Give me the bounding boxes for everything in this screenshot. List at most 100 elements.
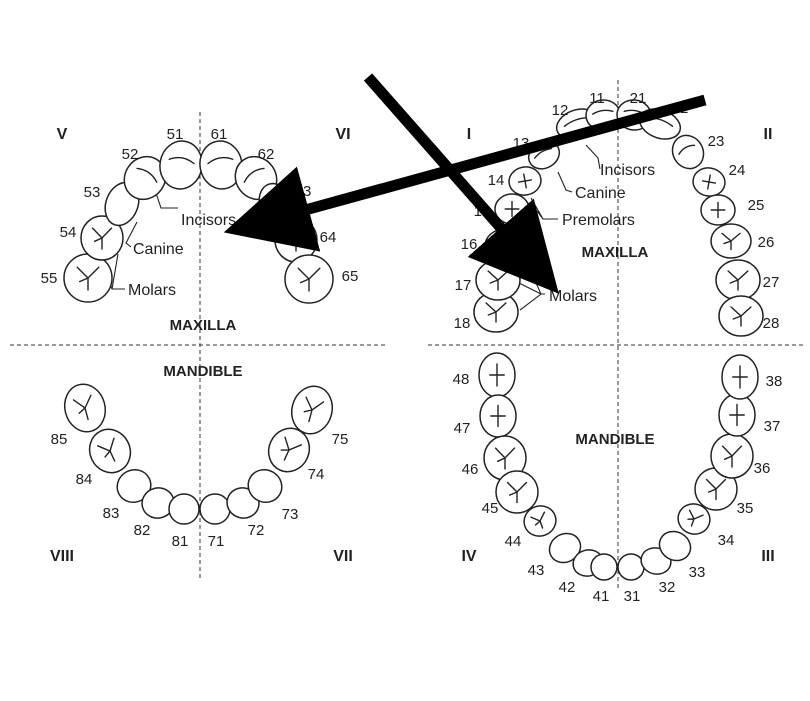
tooth-groove bbox=[303, 396, 325, 423]
tooth-groove bbox=[710, 201, 726, 219]
quadrant-label: VIII bbox=[50, 548, 74, 565]
tooth-groove bbox=[489, 363, 505, 387]
tooth-groove bbox=[730, 306, 752, 327]
tooth-25 bbox=[700, 194, 736, 226]
tooth-number: 52 bbox=[122, 146, 139, 163]
tooth-number: 48 bbox=[453, 371, 470, 388]
tooth-groove bbox=[517, 173, 533, 189]
tooth-38 bbox=[721, 354, 759, 400]
tooth-33 bbox=[658, 530, 692, 562]
leader-line bbox=[518, 249, 545, 311]
right-chart-dividers bbox=[428, 80, 805, 590]
tooth-groove bbox=[732, 365, 748, 389]
quadrant-label: V bbox=[57, 126, 68, 143]
tooth-44 bbox=[523, 505, 557, 537]
tooth-groove bbox=[729, 403, 745, 427]
tooth-groove bbox=[534, 147, 553, 159]
tooth-number: 28 bbox=[763, 315, 780, 332]
tooth-number: 41 bbox=[593, 588, 610, 605]
tooth-81 bbox=[168, 493, 200, 525]
tooth-groove bbox=[687, 509, 704, 527]
tooth-number: 43 bbox=[528, 562, 545, 579]
tooth-46 bbox=[483, 435, 527, 481]
teeth-layer bbox=[63, 99, 764, 581]
tooth-groove bbox=[76, 266, 100, 291]
tooth-number: 64 bbox=[320, 229, 337, 246]
tooth-number: 83 bbox=[103, 505, 120, 522]
tooth-groove bbox=[494, 447, 516, 470]
tooth-54 bbox=[80, 215, 124, 261]
incisors-label: Incisors bbox=[600, 162, 655, 179]
tooth-number: 32 bbox=[659, 579, 676, 596]
right-maxilla-title: MAXILLA bbox=[582, 244, 649, 261]
tooth-groove bbox=[96, 437, 116, 462]
tooth-number: 31 bbox=[624, 588, 641, 605]
tooth-number: 55 bbox=[41, 270, 58, 287]
tooth-groove bbox=[490, 404, 506, 428]
quadrant-label: IV bbox=[461, 548, 476, 565]
quadrant-label: III bbox=[761, 548, 774, 565]
tooth-14 bbox=[508, 166, 542, 196]
diagonal-arrow-down bbox=[363, 73, 559, 294]
tooth-groove bbox=[727, 270, 749, 291]
tooth-groove bbox=[280, 436, 303, 461]
tooth-number: 27 bbox=[763, 274, 780, 291]
tooth-number: 61 bbox=[211, 126, 228, 143]
tooth-73 bbox=[247, 468, 283, 504]
tooth-75 bbox=[290, 385, 334, 435]
tooth-number: 25 bbox=[748, 197, 765, 214]
tooth-groove bbox=[506, 481, 528, 504]
tooth-number: 53 bbox=[84, 184, 101, 201]
left-maxilla-title: MAXILLA bbox=[170, 317, 237, 334]
tooth-number: 42 bbox=[559, 579, 576, 596]
tooth-24 bbox=[692, 167, 726, 197]
tooth-crown bbox=[617, 553, 645, 581]
tooth-71 bbox=[199, 493, 231, 525]
tooth-number: 24 bbox=[729, 162, 746, 179]
tooth-number: 44 bbox=[505, 533, 522, 550]
tooth-37 bbox=[718, 393, 756, 437]
tooth-36 bbox=[710, 433, 754, 479]
leader-line bbox=[585, 144, 601, 170]
diagonal-arrow-left bbox=[223, 94, 707, 252]
tooth-crown bbox=[548, 532, 582, 564]
tooth-number: 85 bbox=[51, 431, 68, 448]
tooth-number: 17 bbox=[455, 277, 472, 294]
leader-line bbox=[155, 192, 178, 209]
tooth-groove bbox=[136, 167, 158, 183]
leader-line bbox=[125, 221, 138, 248]
tooth-number: 11 bbox=[589, 90, 605, 107]
left-mandible-title: MANDIBLE bbox=[163, 363, 242, 380]
tooth-number: 75 bbox=[332, 431, 349, 448]
quadrant-label: II bbox=[764, 126, 773, 143]
tooth-number: 45 bbox=[482, 500, 499, 517]
tooth-number: 71 bbox=[208, 533, 225, 550]
tooth-groove bbox=[207, 156, 234, 165]
molars-label: Molars bbox=[549, 288, 597, 305]
canine-label: Canine bbox=[575, 185, 626, 202]
right-mandible-title: MANDIBLE bbox=[575, 431, 654, 448]
tooth-52 bbox=[123, 155, 167, 201]
tooth-groove bbox=[721, 445, 743, 468]
tooth-groove bbox=[705, 478, 727, 501]
tooth-31 bbox=[617, 553, 645, 581]
tooth-number: 72 bbox=[248, 522, 265, 539]
tooth-number: 74 bbox=[308, 466, 325, 483]
tooth-27 bbox=[715, 259, 761, 301]
molars-label: Molars bbox=[128, 282, 176, 299]
tooth-crown bbox=[168, 493, 200, 525]
tooth-crown bbox=[671, 134, 705, 170]
tooth-43 bbox=[548, 532, 582, 564]
tooth-groove bbox=[72, 394, 92, 421]
tooth-number: 38 bbox=[766, 373, 783, 390]
tooth-number: 21 bbox=[630, 90, 647, 107]
leader-line bbox=[530, 197, 558, 220]
tooth-groove bbox=[485, 302, 507, 323]
canine-label: Canine bbox=[133, 241, 184, 258]
tooth-number: 62 bbox=[258, 146, 275, 163]
tooth-number: 26 bbox=[758, 234, 775, 251]
tooth-number: 54 bbox=[60, 224, 77, 241]
tooth-groove bbox=[91, 227, 113, 250]
tooth-groove bbox=[168, 156, 195, 165]
